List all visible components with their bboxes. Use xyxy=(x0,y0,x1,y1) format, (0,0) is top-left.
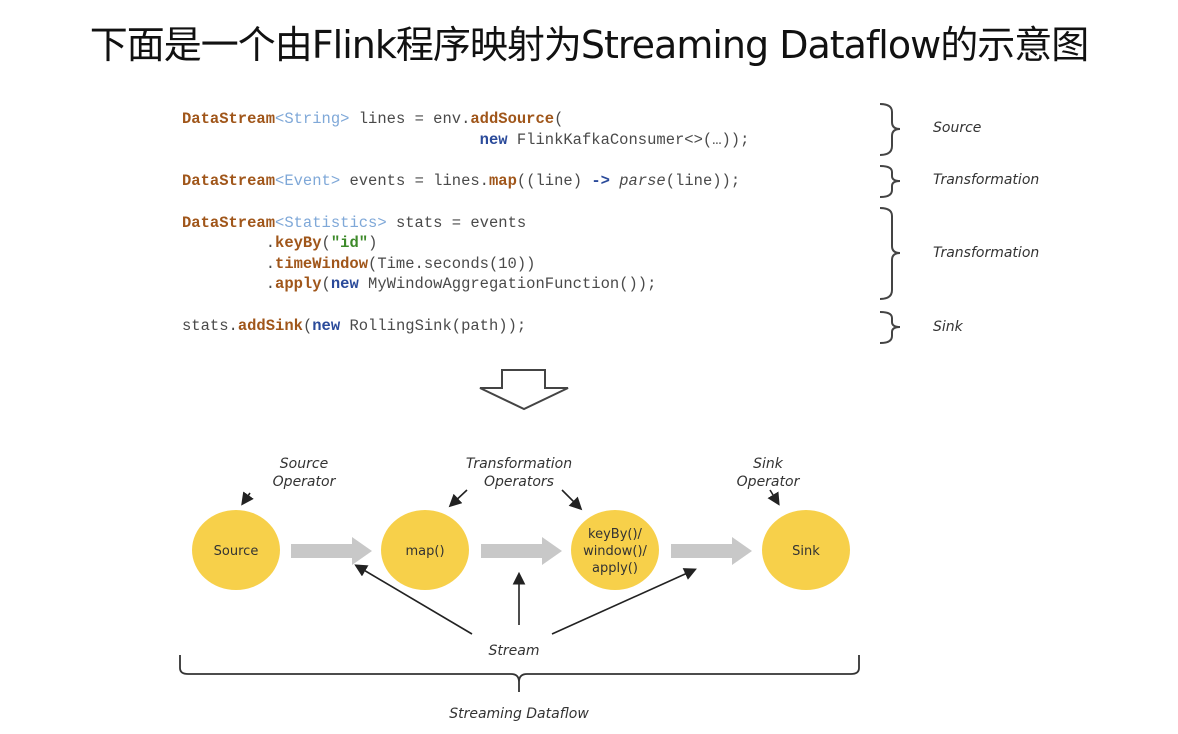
code-generic: Statistics xyxy=(284,214,378,232)
annotation-sink-operator-2: Operator xyxy=(737,474,801,490)
brace-transformation-2 xyxy=(879,207,901,300)
code-text: FlinkKafkaConsumer<>(…)); xyxy=(507,131,750,149)
code-text: (Time.seconds(10)) xyxy=(368,255,536,273)
side-label-transformation-1: Transformation xyxy=(933,172,1040,188)
side-label-transformation-2: Transformation xyxy=(933,245,1040,261)
code-text: ( xyxy=(321,275,331,293)
side-label-source: Source xyxy=(933,120,982,136)
side-label-sink: Sink xyxy=(933,319,963,335)
pointer-source-operator xyxy=(241,491,254,506)
code-arrow: -> xyxy=(591,172,610,190)
annotation-source-operator-2: Operator xyxy=(273,474,337,490)
code-method: apply xyxy=(275,275,322,293)
annotation-transformation-operators-1: Transformation xyxy=(466,456,572,472)
code-type: DataStream xyxy=(182,110,276,128)
code-method: addSource xyxy=(470,110,555,128)
down-arrow-icon xyxy=(479,369,569,411)
code-string: "id" xyxy=(330,234,369,252)
code-keyword-new: new xyxy=(479,131,508,149)
pointer-sink-operator xyxy=(767,489,780,506)
annotation-transformation-operators-2: Operators xyxy=(484,474,554,490)
annotation-stream: Stream xyxy=(489,643,540,659)
brace-group xyxy=(879,103,901,344)
flow-arrows xyxy=(291,537,752,565)
code-text: lines = env. xyxy=(349,110,471,128)
flow-arrow-3 xyxy=(671,537,752,565)
brace-transformation-1 xyxy=(879,165,901,198)
pointer-trans-keyby xyxy=(561,489,583,511)
brace-source xyxy=(879,103,901,156)
annotation-sink-operator-1: Sink xyxy=(753,456,784,472)
pointer-trans-map xyxy=(448,489,468,508)
code-text: RollingSink(path)); xyxy=(340,317,527,335)
code-line-3: DataStream<Event> events = lines.map((li… xyxy=(182,172,741,190)
code-text: ) xyxy=(368,234,378,252)
brace-dataflow xyxy=(179,655,860,692)
pointer-stream-3 xyxy=(551,568,697,635)
node-keyby-label: keyBy()/ xyxy=(588,527,643,542)
code-text: stats. xyxy=(182,317,238,335)
code-line-5: .keyBy("id") xyxy=(182,233,378,254)
code-type: DataStream xyxy=(182,214,276,232)
page-title: 下面是一个由Flink程序映射为Streaming Dataflow的示意图 xyxy=(89,23,1089,67)
code-line-1: DataStream<String> lines = env.addSource… xyxy=(182,110,564,128)
node-map xyxy=(381,510,469,590)
code-line-4: DataStream<Statistics> stats = events xyxy=(182,214,527,232)
code-method: keyBy xyxy=(275,234,322,252)
node-source xyxy=(192,510,280,590)
code-text: parse xyxy=(609,172,666,190)
code-indent xyxy=(182,131,480,149)
node-sink xyxy=(762,510,850,590)
annotation-streaming-dataflow: Streaming Dataflow xyxy=(449,706,589,722)
code-generic: Event xyxy=(284,172,331,190)
node-source-label: Source xyxy=(214,544,259,559)
code-line-6: .timeWindow(Time.seconds(10)) xyxy=(182,254,536,275)
code-line-7: .apply(new MyWindowAggregationFunction()… xyxy=(182,274,657,295)
node-window-label: window()/ xyxy=(583,544,647,559)
brace-sink xyxy=(879,311,901,344)
node-map-label: map() xyxy=(405,544,444,559)
code-text: ( xyxy=(321,234,331,252)
code-text: ( xyxy=(302,317,313,335)
code-method: map xyxy=(488,172,517,190)
node-apply-label: apply() xyxy=(592,561,638,576)
code-type: DataStream xyxy=(182,172,276,190)
code-text: MyWindowAggregationFunction()); xyxy=(358,275,657,293)
annotation-source-operator-1: Source xyxy=(280,456,328,472)
code-line-2: new FlinkKafkaConsumer<>(…)); xyxy=(182,130,750,151)
code-text: ((line) xyxy=(516,172,592,190)
code-text: ( xyxy=(554,110,564,128)
code-indent: . xyxy=(182,234,276,252)
code-text: stats = events xyxy=(386,214,527,232)
code-text: events = lines. xyxy=(340,172,489,190)
flow-arrow-2 xyxy=(481,537,562,565)
node-sink-label: Sink xyxy=(792,544,820,559)
pointer-stream-1 xyxy=(354,564,473,635)
code-method: timeWindow xyxy=(275,255,369,273)
code-indent: . xyxy=(182,275,276,293)
node-keyby-window-apply xyxy=(571,510,659,590)
code-line-8: stats.addSink(new RollingSink(path)); xyxy=(182,316,526,337)
code-text: (line)); xyxy=(665,172,741,190)
flow-arrow-1 xyxy=(291,537,372,565)
code-indent: . xyxy=(182,255,276,273)
code-method: addSink xyxy=(237,317,303,335)
code-keyword-new: new xyxy=(312,317,341,335)
code-generic: String xyxy=(284,110,341,128)
code-keyword-new: new xyxy=(330,275,359,293)
